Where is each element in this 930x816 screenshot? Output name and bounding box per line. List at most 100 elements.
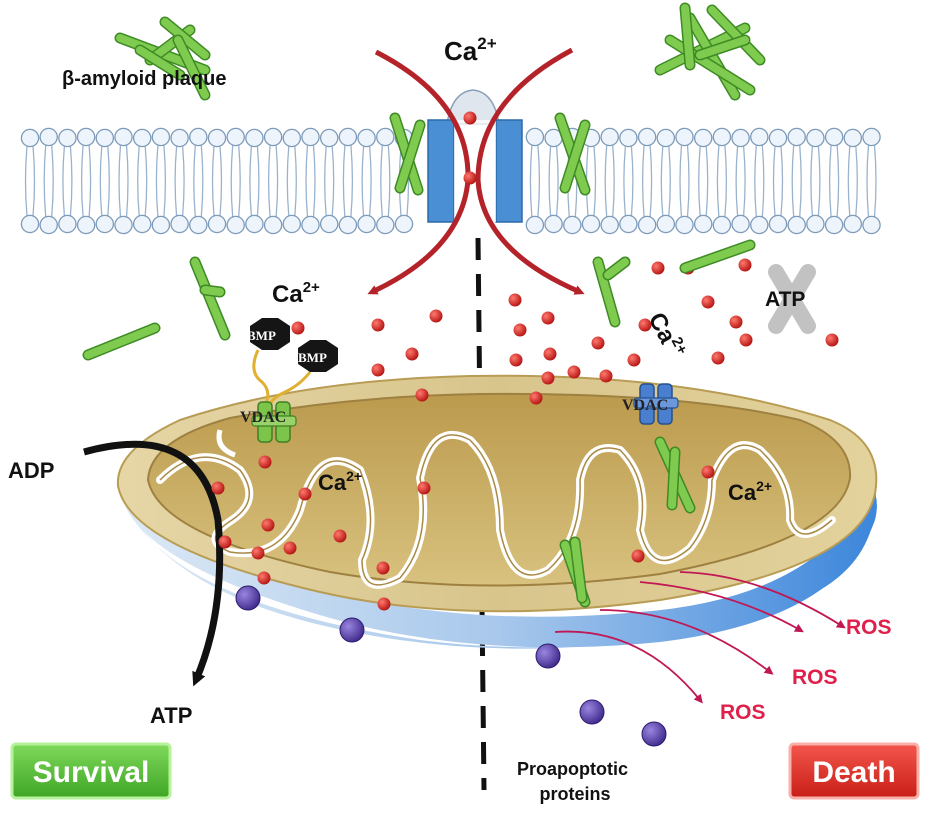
phospholipid-head-bottom xyxy=(675,215,694,235)
calcium-ion xyxy=(599,369,613,383)
amyloid-fibril xyxy=(708,6,764,64)
ros-arrows xyxy=(554,571,846,704)
calcium-ion xyxy=(541,311,555,325)
calcium-ion xyxy=(738,258,752,272)
phospholipid-head-bottom xyxy=(731,214,750,234)
amyloid-fibril xyxy=(681,241,754,272)
phospholipid-head-bottom xyxy=(189,215,208,235)
phospholipid-head-bottom xyxy=(693,214,713,234)
plaque-label: β-amyloid plaque xyxy=(62,68,226,90)
phospholipid-head-top xyxy=(132,128,152,148)
calcium-ion xyxy=(729,315,743,329)
calcium-ion xyxy=(543,347,557,361)
amyloid-fibril xyxy=(84,324,159,359)
phospholipid-head-bottom xyxy=(357,214,376,234)
proapoptotic-protein xyxy=(235,585,261,611)
cross-out-icon xyxy=(768,264,816,334)
ros-label-3: ROS xyxy=(720,701,766,724)
phospholipid-head-top xyxy=(376,127,395,147)
ros-label-2: ROS xyxy=(792,666,838,689)
phospholipid-head-top xyxy=(675,127,694,147)
calcium-ion xyxy=(513,323,527,337)
proapoptotic-protein xyxy=(535,643,561,669)
phospholipid-head-top xyxy=(282,128,302,148)
phospholipid-head-top xyxy=(712,127,732,147)
phospholipid-head-bottom xyxy=(544,214,563,234)
phospholipid-head-top xyxy=(319,128,339,148)
phospholipid-head-top xyxy=(76,127,96,147)
calcium-ion xyxy=(825,333,839,347)
vdac-right-icon xyxy=(633,383,679,425)
amyloid-fibril xyxy=(201,286,224,296)
phospholipid-head-bottom xyxy=(394,214,414,234)
calcium-ion xyxy=(298,487,312,501)
phospholipid-head-bottom xyxy=(301,215,320,235)
phospholipid-head-top xyxy=(151,127,171,147)
phospholipid-head-top xyxy=(263,127,283,147)
calcium-ion xyxy=(291,321,305,335)
calcium-ion xyxy=(211,481,225,495)
vdac-right-complex: VDAC xyxy=(622,383,679,425)
amyloid-fibril xyxy=(696,36,749,59)
calcium-ion xyxy=(463,111,477,125)
phospholipid-head-bottom xyxy=(581,214,601,234)
phospholipid-head-bottom xyxy=(132,214,152,234)
ros-label-1: ROS xyxy=(846,616,892,639)
atp-output-label: ATP xyxy=(150,703,192,728)
phospholipid-head-top xyxy=(226,127,245,147)
phospholipid-head-bottom xyxy=(768,214,788,234)
phospholipid-head-bottom xyxy=(226,215,245,235)
phospholipid-head-bottom xyxy=(282,214,302,234)
calcium-ion xyxy=(377,597,391,611)
calcium-ion xyxy=(257,571,271,585)
amyloid-fibril xyxy=(174,36,209,99)
phospholipid-head-bottom xyxy=(39,215,58,235)
amyloid-fibril xyxy=(571,538,586,602)
phospholipid-head-top xyxy=(95,128,115,148)
phospholipid-head-bottom xyxy=(806,214,825,234)
phospholipid-head-bottom xyxy=(20,214,40,234)
calcium-ion xyxy=(405,347,419,361)
adp-atp-arrow xyxy=(83,440,224,687)
phospholipid-head-top xyxy=(170,128,189,148)
phospholipid-head-top xyxy=(750,127,769,147)
phospholipid-head-bottom xyxy=(76,215,96,235)
phospholipid-head-bottom xyxy=(114,215,133,235)
calcium-ion xyxy=(415,388,429,402)
calcium-label-left: Ca2+ xyxy=(272,279,320,308)
phospholipid-head-top xyxy=(39,127,58,147)
blocked-atp: ATP xyxy=(765,264,816,334)
phospholipid-head-top xyxy=(207,128,227,148)
calcium-ion xyxy=(261,518,275,532)
phospholipid-head-top xyxy=(656,128,676,148)
bmp-octagon-icon xyxy=(250,318,338,372)
phospholipid-head-top xyxy=(731,128,750,148)
amyloid-fibril xyxy=(561,121,589,192)
proapoptotic-protein xyxy=(339,617,365,643)
phospholipid-head-bottom xyxy=(207,214,227,234)
calcium-ion xyxy=(333,529,347,543)
death-label: Death xyxy=(812,756,895,789)
phospholipid-head-top xyxy=(357,128,376,148)
vdac-left-icon xyxy=(251,401,297,443)
amyloid-fibril xyxy=(681,4,694,69)
calcium-label-right: Ca2+ xyxy=(643,307,691,363)
calcium-ion xyxy=(711,351,725,365)
phospholipid-head-bottom xyxy=(656,214,676,234)
phospholipid-head-top xyxy=(338,127,358,147)
phospholipid-head-top xyxy=(693,128,713,148)
calcium-ion xyxy=(508,293,522,307)
calcium-ion xyxy=(258,455,272,469)
survival-badge: Survival xyxy=(10,742,172,800)
amyloid-fibril xyxy=(396,121,424,192)
calcium-label-top: Ca2+ xyxy=(444,34,497,66)
phospholipid-head-top xyxy=(525,127,545,147)
calcium-channel xyxy=(427,89,523,223)
calcium-ion xyxy=(529,391,543,405)
phospholipid-head-bottom xyxy=(338,215,358,235)
calcium-ion xyxy=(429,309,443,323)
phospholipid-head-top xyxy=(600,127,619,147)
proapoptotic-label: Proapoptotic proteins xyxy=(517,759,633,804)
phospholipid-head-bottom xyxy=(58,214,77,234)
